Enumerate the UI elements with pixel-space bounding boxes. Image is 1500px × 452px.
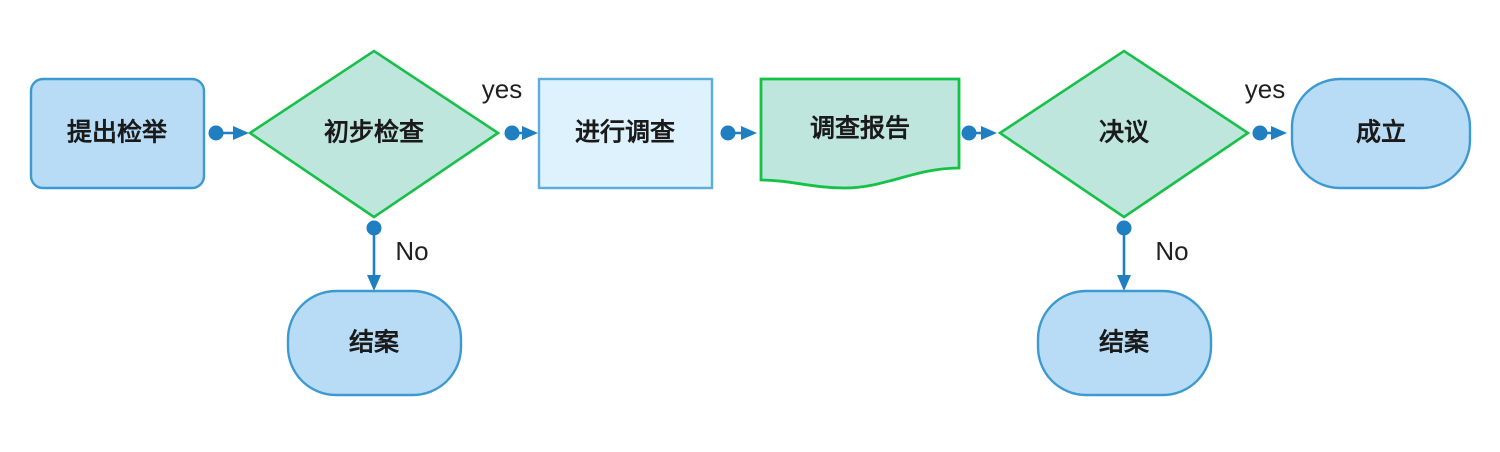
connector-n3-n4 bbox=[720, 125, 757, 141]
node-n4-label: 调查报告 bbox=[810, 115, 910, 143]
node-n3-shape[interactable] bbox=[537, 77, 714, 190]
node-n2[interactable]: 初步检查 bbox=[247, 49, 501, 219]
node-n5-label: 决议 bbox=[1099, 119, 1150, 147]
connector-n5-n8 bbox=[1116, 220, 1132, 291]
connector-n2-n3 bbox=[504, 125, 538, 141]
node-n4-shape[interactable] bbox=[759, 77, 961, 190]
node-n8-label: 结案 bbox=[1099, 328, 1150, 357]
node-n3-label: 进行调查 bbox=[575, 119, 675, 147]
node-n8[interactable]: 结案 bbox=[1036, 289, 1213, 397]
edge-label-no-right: No bbox=[1155, 236, 1188, 266]
node-n6-shape[interactable] bbox=[1290, 77, 1472, 190]
connector-n1-n2 bbox=[208, 125, 249, 141]
node-n7[interactable]: 结案 bbox=[286, 289, 463, 397]
node-n5-shape[interactable] bbox=[997, 49, 1251, 219]
node-n1-label: 提出检举 bbox=[67, 118, 168, 147]
node-n1[interactable]: 提出检举 bbox=[29, 77, 206, 190]
node-n8-shape[interactable] bbox=[1036, 289, 1213, 397]
edge-label-no-left: No bbox=[395, 236, 428, 266]
node-n7-label: 结案 bbox=[349, 328, 400, 357]
connector-n5-n6 bbox=[1252, 125, 1287, 141]
node-n5[interactable]: 决议 bbox=[997, 49, 1251, 219]
node-n2-label: 初步检查 bbox=[324, 118, 424, 147]
connector-n4-n5 bbox=[961, 125, 997, 141]
node-n2-shape[interactable] bbox=[247, 49, 501, 219]
node-n7-shape[interactable] bbox=[286, 289, 463, 397]
node-n3[interactable]: 进行调查 bbox=[537, 77, 714, 190]
node-n4[interactable]: 调查报告 bbox=[759, 77, 961, 190]
node-n6-label: 成立 bbox=[1356, 118, 1406, 147]
connector-n2-n7 bbox=[366, 220, 382, 291]
node-n6[interactable]: 成立 bbox=[1290, 77, 1472, 190]
node-n1-shape[interactable] bbox=[29, 77, 206, 190]
edge-label-yes-left: yes bbox=[482, 74, 522, 104]
edge-label-yes-right: yes bbox=[1245, 74, 1285, 104]
